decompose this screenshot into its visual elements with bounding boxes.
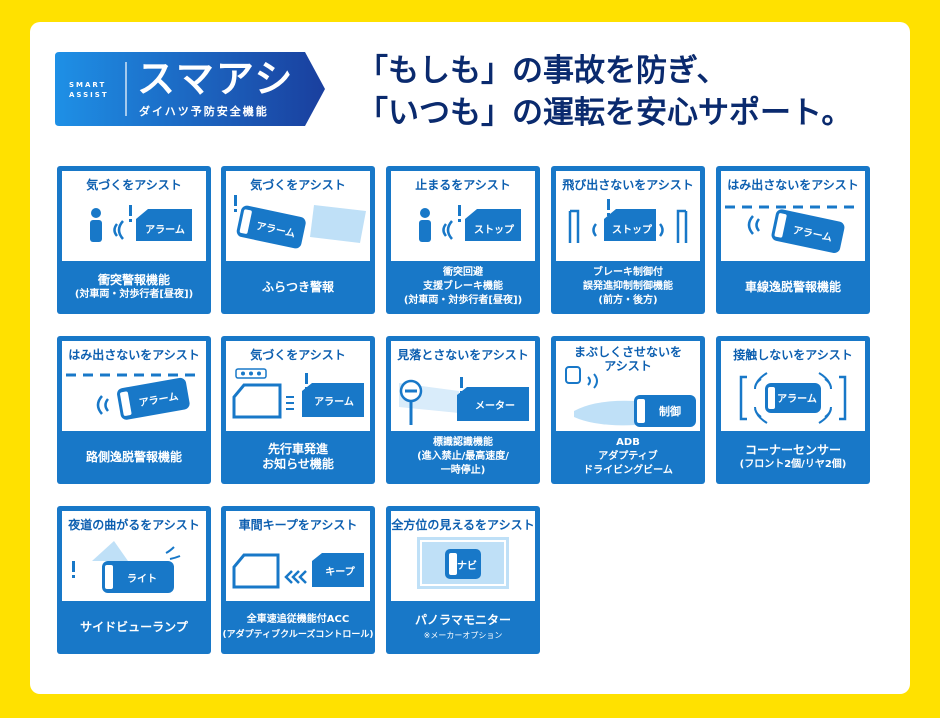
feature-card-sign-recognition: 見落とさないをアシスト メーター 標識認識機能 (進入禁止/最高速度/ 一時停止…: [386, 336, 540, 484]
sign-recognition-illustration: メーター: [399, 377, 529, 425]
panorama-monitor-illustration: ナビ: [417, 537, 509, 589]
lead-vehicle-departure-illustration: アラーム: [232, 368, 364, 419]
feature-card-roadside-departure-warning: はみ出さないをアシスト アラーム 路側逸脱警報機能: [57, 336, 211, 484]
sway-warning-illustration: アラーム: [234, 195, 366, 249]
card-category: 飛び出さないをアシスト: [562, 178, 694, 192]
feature-card-side-view-lamp: 夜道の曲がるをアシスト ライト サイドビューランプ: [57, 506, 211, 654]
card-tag: メーター: [475, 400, 515, 412]
adaptive-beam-illustration: 制御: [565, 366, 696, 427]
card-feature-name-2: お知らせ機能: [262, 457, 334, 471]
card-feature-detail: (フロント2個/リヤ2個): [739, 458, 847, 470]
card-category: 車間キープをアシスト: [238, 518, 358, 532]
logo-name: スマアシ: [137, 57, 295, 101]
card-category: はみ出さないをアシスト: [68, 348, 200, 362]
card-feature-name: コーナーセンサー: [744, 442, 841, 457]
card-category: 気づくをアシスト: [250, 178, 346, 192]
card-tag: アラーム: [145, 224, 185, 236]
card-feature-detail: アダプティブ: [598, 451, 658, 462]
card-feature-detail: (前方・後方): [598, 295, 658, 306]
collision-warning-illustration: アラーム: [90, 205, 192, 242]
false-start-illustration: ストップ: [568, 199, 688, 243]
brake-assist-illustration: ストップ: [419, 205, 521, 242]
card-tag: 制御: [659, 404, 681, 418]
card-feature-name: 衝突回避: [443, 267, 483, 278]
card-category: 全方位の見えるをアシスト: [391, 518, 535, 532]
side-view-lamp-illustration: ライト: [72, 541, 181, 593]
card-tag: アラーム: [777, 393, 817, 405]
card-category: 気づくをアシスト: [250, 348, 346, 362]
card-feature-detail-2: 一時停止): [440, 465, 486, 476]
card-feature-name: 車線逸脱警報機能: [744, 279, 841, 294]
card-feature-detail: (対車両・対歩行者[昼夜]): [403, 295, 523, 306]
card-tag: キープ: [325, 565, 355, 578]
adaptive-cruise-illustration: キープ: [232, 553, 364, 589]
card-category: 夜道の曲がるをアシスト: [68, 518, 200, 532]
card-feature-name: ブレーキ制御付: [593, 267, 663, 278]
card-tag: ナビ: [457, 559, 477, 572]
feature-card-collision-warning: 気づくをアシスト アラーム 衝突警報機能 (対車両・対歩行者[昼夜]): [57, 166, 211, 314]
card-category: はみ出さないをアシスト: [727, 178, 859, 192]
card-tag: ストップ: [612, 223, 653, 236]
logo-badge-shape: [55, 52, 325, 126]
card-feature-name: 先行車発進: [267, 442, 328, 456]
headline-line-1: 「もしも」の事故を防ぎ、: [357, 53, 728, 89]
roadside-departure-illustration: アラーム: [66, 373, 202, 420]
feature-card-panorama-monitor: 全方位の見えるをアシスト ナビ パノラマモニター ※メーカーオプション: [386, 506, 540, 654]
headline: 「もしも」の事故を防ぎ、 「いつも」の運転を安心サポート。: [357, 50, 897, 134]
card-category: まぶしくさせないをアシスト: [573, 345, 682, 373]
card-feature-name-2: 支援ブレーキ機能: [423, 281, 503, 292]
card-feature-name: サイドビューランプ: [80, 619, 188, 634]
card-feature-name: ふらつき警報: [261, 279, 334, 294]
card-category: 止まるをアシスト: [415, 178, 511, 192]
card-feature-name: 路側逸脱警報機能: [85, 449, 182, 464]
card-feature-name: パノラマモニター: [414, 612, 511, 627]
card-tag: アラーム: [314, 396, 354, 408]
card-tag: ライト: [127, 573, 157, 585]
card-category: 見落とさないをアシスト: [397, 348, 529, 362]
card-feature-detail: (アダプティブクルーズコントロール): [222, 630, 374, 640]
card-feature-name: 全車速追従機能付ACC: [246, 614, 350, 625]
card-category: 気づくをアシスト: [86, 178, 182, 192]
card-feature-name-2: 誤発進抑制制御機能: [583, 281, 673, 292]
feature-card-sway-warning: 気づくをアシスト アラーム ふらつき警報: [221, 166, 375, 314]
feature-card-adaptive-driving-beam: まぶしくさせないをアシスト 制御 ADB アダプティブ ドライビングビーム: [551, 336, 705, 484]
headline-line-2: 「いつも」の運転を安心サポート。: [357, 95, 853, 131]
feature-card-false-start-control: 飛び出さないをアシスト ストップ ブレーキ制御付 誤発進抑制制御機能 (前方・後…: [551, 166, 705, 314]
manufacturer-option-note: ※メーカーオプション: [423, 630, 503, 640]
corner-sensor-illustration: アラーム: [739, 372, 847, 424]
feature-card-collision-avoidance-brake: 止まるをアシスト ストップ 衝突回避 支援ブレーキ機能 (対車両・対歩行者[昼夜…: [386, 166, 540, 314]
lane-departure-illustration: アラーム: [725, 205, 861, 254]
card-tag: ストップ: [474, 223, 515, 236]
card-feature-detail-2: ドライビングビーム: [583, 465, 673, 476]
card-feature-detail: (進入禁止/最高速度/: [417, 451, 509, 462]
feature-card-lead-vehicle-departure-alert: 気づくをアシスト アラーム 先行車発進 お知らせ機能: [221, 336, 375, 484]
feature-card-lane-departure-warning: はみ出さないをアシスト アラーム 車線逸脱警報機能: [716, 166, 870, 314]
card-feature-name: 衝突警報機能: [97, 272, 170, 287]
card-category: 接触しないをアシスト: [733, 348, 853, 362]
logo-tagline: ダイハツ予防安全機能: [139, 105, 269, 118]
feature-card-corner-sensor: 接触しないをアシスト アラーム コーナーセンサー (フロント2個/リヤ2個): [716, 336, 870, 484]
card-feature-name: ADB: [616, 437, 640, 448]
card-feature-detail: (対車両・対歩行者[昼夜]): [74, 288, 194, 300]
card-feature-name: 標識認識機能: [433, 437, 493, 448]
feature-card-adaptive-cruise-control: 車間キープをアシスト キープ 全車速追従機能付ACC (アダプティブクルーズコン…: [221, 506, 375, 654]
